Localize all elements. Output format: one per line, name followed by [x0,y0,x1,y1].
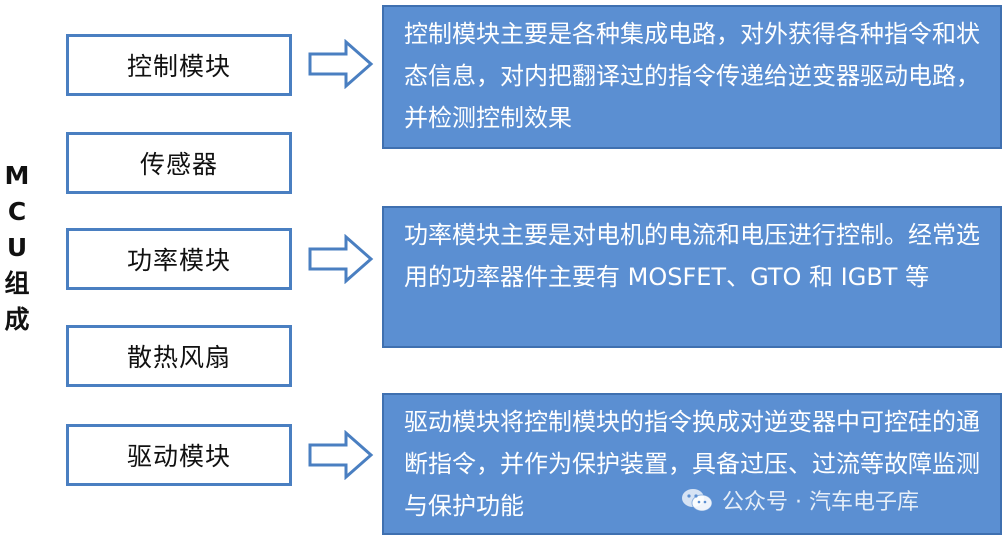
module-box-sensor: 传感器 [66,132,292,194]
right-arrow-icon [308,234,374,284]
module-box-control: 控制模块 [66,34,292,96]
module-label: 驱动模块 [126,442,231,471]
wechat-icon [682,489,713,512]
right-arrow-icon [308,430,374,480]
module-box-cooling-fan: 散热风扇 [66,325,292,387]
description-text: 控制模块主要是各种集成电路，对外获得各种指令和状态信息，对内把翻译过的指令传递给… [404,20,980,132]
side-label-char: U [6,233,28,262]
description-box-power: 功率模块主要是对电机的电流和电压进行控制。经常选用的功率器件主要有 MOSFET… [382,206,1002,348]
side-label-char: 组 [4,269,30,298]
module-label: 功率模块 [126,246,231,275]
mcu-side-label: M C U 组 成 [2,158,32,338]
side-label-char: M [4,161,30,190]
module-label: 散热风扇 [126,343,231,372]
watermark-text: 公众号 · 汽车电子库 [722,490,919,515]
side-label-char: 成 [4,305,30,334]
module-box-power: 功率模块 [66,228,292,290]
description-box-driver: 驱动模块将控制模块的指令换成对逆变器中可控硅的通断指令，并作为保护装置，具备过压… [382,393,1002,535]
description-text: 功率模块主要是对电机的电流和电压进行控制。经常选用的功率器件主要有 MOSFET… [404,221,980,291]
module-label: 传感器 [139,150,218,179]
description-box-control: 控制模块主要是各种集成电路，对外获得各种指令和状态信息，对内把翻译过的指令传递给… [382,5,1002,149]
description-text: 驱动模块将控制模块的指令换成对逆变器中可控硅的通断指令，并作为保护装置，具备过压… [404,408,980,520]
module-label: 控制模块 [126,52,231,81]
side-label-char: C [7,197,27,226]
right-arrow-icon [308,39,374,89]
module-box-driver: 驱动模块 [66,424,292,486]
watermark: 公众号 · 汽车电子库 [680,484,919,516]
